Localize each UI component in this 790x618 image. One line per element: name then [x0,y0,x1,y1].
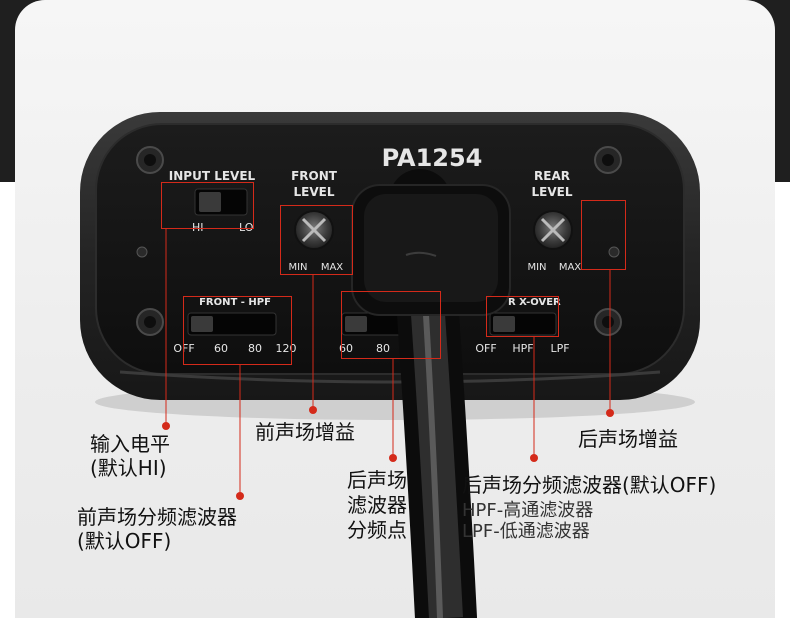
input-level-title: INPUT LEVEL [169,169,256,183]
front-hpf-opt: 120 [276,342,297,355]
rear-hpf-opt: 60 [339,342,353,355]
front-hpf-opt: 80 [248,342,262,355]
annotation-line: HPF-高通滤波器 [462,499,594,521]
switch-knob [199,192,221,212]
screw-icon [594,146,622,174]
callout-box-rear-hpf [341,291,441,359]
corner-screws [136,146,622,336]
annotation-line: (默认HI) [90,455,167,480]
rear-level-title-2: LEVEL [532,185,573,199]
rear-xover-title: R X-OVER [508,297,561,308]
annotation-line: 输入电平 [90,432,170,456]
annotation-rear-crossover-point: 后声场 滤波器 分频点 [347,468,407,543]
input-level-hi: HI [192,221,204,234]
annotation-line: 后声场分频滤波器(默认OFF) [462,473,717,497]
rear-level-knob[interactable] [533,210,573,250]
annotation-line: 分频点 [347,518,407,542]
rear-hpf-opt: 80 [376,342,390,355]
rear-xover-opt: HPF [512,342,533,355]
front-hpf-title: FRONT - HPF [199,297,271,308]
annotation-line: 前声场分频滤波器 [77,505,237,529]
callout-boxes [161,182,626,365]
switch-knob [345,316,367,332]
model-label: PA1254 [382,144,483,172]
rear-xover-opt: OFF [475,342,496,355]
led-icon [136,246,148,258]
leader-lines [165,229,611,496]
led-icon [608,246,620,258]
annotation-rear-crossover-mode: 后声场分频滤波器(默认OFF) HPF-高通滤波器 LPF-低通滤波器 [462,473,717,542]
callout-dot-icon [162,422,170,430]
cable-plug [351,169,511,618]
screw-icon [136,146,164,174]
callout-dot-icon [389,454,397,462]
switch-knob [191,316,213,332]
callout-box-front-level [280,205,353,275]
annotation-line: LPF-低通滤波器 [462,520,590,542]
callout-dot-icon [236,492,244,500]
annotation-line: 前声场增益 [255,420,355,444]
callout-dot-icon [606,409,614,417]
rear-level-min: MIN [527,262,546,273]
annotation-input-level: 输入电平 (默认HI) [90,432,170,480]
rear-level-title-1: REAR [534,169,570,183]
callout-box-rear-level [581,200,626,270]
annotation-line: 滤波器 [347,493,407,517]
switch-knob [493,316,515,332]
input-level-lo: LO [239,221,254,234]
front-level-title-2: LEVEL [294,185,335,199]
annotation-line: 后声场增益 [578,427,678,451]
screw-icon [136,308,164,336]
callout-dot-icon [530,454,538,462]
annotation-front-level: 前声场增益 [255,420,355,445]
rear-xover-opt: LPF [550,342,569,355]
annotation-line: (默认OFF) [77,528,172,553]
annotation-line: 后声场 [347,468,407,492]
front-level-knob[interactable] [294,210,334,250]
annotation-rear-level: 后声场增益 [578,427,678,452]
callout-box-front-hpf [183,296,292,365]
front-level-max: MAX [321,262,343,273]
callout-dot-icon [309,406,317,414]
screw-icon [594,308,622,336]
front-level-title-1: FRONT [291,169,338,183]
callout-box-rear-xover [486,296,559,337]
rear-level-max: MAX [559,262,581,273]
leader-dots [162,406,614,500]
callout-box-input-level [161,182,254,229]
front-level-min: MIN [288,262,307,273]
front-hpf-opt: 60 [214,342,228,355]
annotation-front-crossover: 前声场分频滤波器 (默认OFF) [77,505,237,553]
